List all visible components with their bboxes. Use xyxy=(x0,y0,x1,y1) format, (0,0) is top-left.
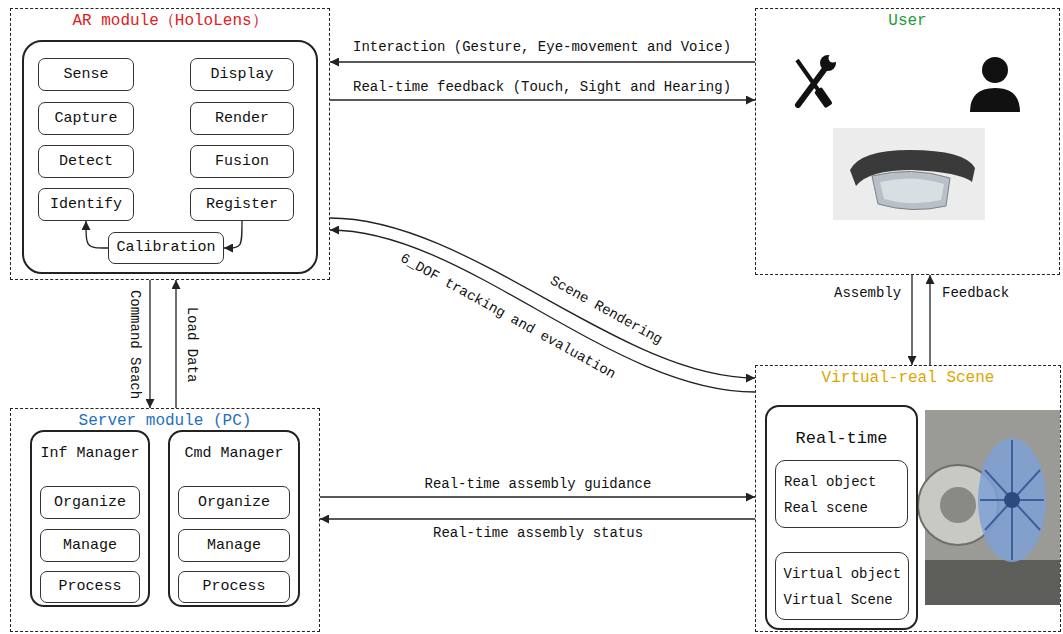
manager-box: Cmd ManagerOrganizeManageProcess xyxy=(168,430,300,607)
box-label: Process xyxy=(202,578,265,596)
function-box: Manage xyxy=(40,529,140,562)
function-box: Capture xyxy=(38,102,134,135)
flow-arrow xyxy=(911,275,912,365)
flow-arrow xyxy=(149,280,150,408)
module-heading: Server module (PC) xyxy=(11,411,319,431)
module-heading: Virtual-real Scene xyxy=(756,368,1060,388)
edge-label: Feedback xyxy=(940,285,1011,302)
box-label: Register xyxy=(206,196,278,214)
module-region: Server module (PC)Inf ManagerOrganizeMan… xyxy=(10,408,320,632)
box-label: Organize xyxy=(198,494,270,512)
function-box: Sense xyxy=(38,58,134,91)
function-box: Process xyxy=(178,571,290,603)
flow-arrow xyxy=(330,61,755,62)
box-label: Process xyxy=(58,578,121,596)
flow-arrow xyxy=(320,518,755,519)
flow-arrow xyxy=(330,218,755,378)
flow-arrow xyxy=(330,230,755,392)
box-label: Identify xyxy=(50,196,122,214)
module-region: Virtual-real SceneReal-timeReal objectRe… xyxy=(755,365,1061,632)
function-box: Process xyxy=(40,571,140,603)
tools-icon xyxy=(797,54,838,109)
function-box: Calibration xyxy=(108,232,224,264)
function-box: Identify xyxy=(38,188,134,221)
person-icon xyxy=(970,57,1020,112)
flow-arrow xyxy=(224,221,242,248)
item-box: Virtual objectVirtual Scene xyxy=(775,552,909,620)
box-label: Detect xyxy=(59,153,113,171)
flow-arrow xyxy=(175,280,176,408)
module-heading: AR module（HoloLens） xyxy=(11,11,329,31)
box-label: Sense xyxy=(63,66,108,84)
function-box: Manage xyxy=(178,529,290,562)
box-label: Display xyxy=(210,66,273,84)
module-heading: Real-time xyxy=(767,429,916,448)
flow-arrow xyxy=(320,496,755,497)
function-box: Organize xyxy=(40,486,140,519)
edge-label: 6_DOF tracking and evaluation xyxy=(395,249,620,384)
edge-label: Real-time feedback (Touch, Sight and Hea… xyxy=(351,79,733,96)
edge-label: Interaction (Gesture, Eye-movement and V… xyxy=(351,39,733,56)
manager-box: Real-timeReal objectReal sceneVirtual ob… xyxy=(765,405,918,630)
function-box: Fusion xyxy=(190,145,294,178)
box-label: Calibration xyxy=(116,239,215,257)
edge-label: Real-time assembly guidance xyxy=(423,476,654,493)
function-box: Register xyxy=(190,188,294,221)
edge-label: Assembly xyxy=(832,285,903,302)
box-label: Manage xyxy=(63,537,117,555)
turbine-photo xyxy=(918,410,1060,605)
box-label: Virtual object xyxy=(784,561,902,587)
item-box: Real objectReal scene xyxy=(775,460,908,528)
module-heading: Cmd Manager xyxy=(170,444,298,463)
module-region: AR module（HoloLens）SenseDisplayCaptureRe… xyxy=(10,8,330,280)
flow-arrow xyxy=(929,275,930,365)
function-box: Organize xyxy=(178,486,290,519)
module-heading: Inf Manager xyxy=(32,444,148,463)
box-label: Render xyxy=(215,110,269,128)
edge-label: Load Data xyxy=(183,304,200,384)
box-label: Organize xyxy=(54,494,126,512)
module-region: User xyxy=(755,8,1060,275)
box-label: Real object xyxy=(784,469,876,495)
manager-box: Inf ManagerOrganizeManageProcess xyxy=(30,430,150,607)
hololens-photo xyxy=(833,128,985,220)
function-box: Render xyxy=(190,102,294,135)
box-label: Manage xyxy=(207,537,261,555)
function-box: Display xyxy=(190,58,294,91)
flow-arrow xyxy=(330,99,755,100)
edge-label: Command Seach xyxy=(126,287,143,400)
box-label: Real scene xyxy=(784,495,868,521)
edge-label: Real-time assembly status xyxy=(431,525,645,542)
box-label: Virtual Scene xyxy=(784,587,893,613)
box-label: Fusion xyxy=(215,153,269,171)
flow-arrow xyxy=(86,221,108,248)
module-heading: User xyxy=(756,11,1059,31)
box-label: Capture xyxy=(54,110,117,128)
function-box: Detect xyxy=(38,145,134,178)
